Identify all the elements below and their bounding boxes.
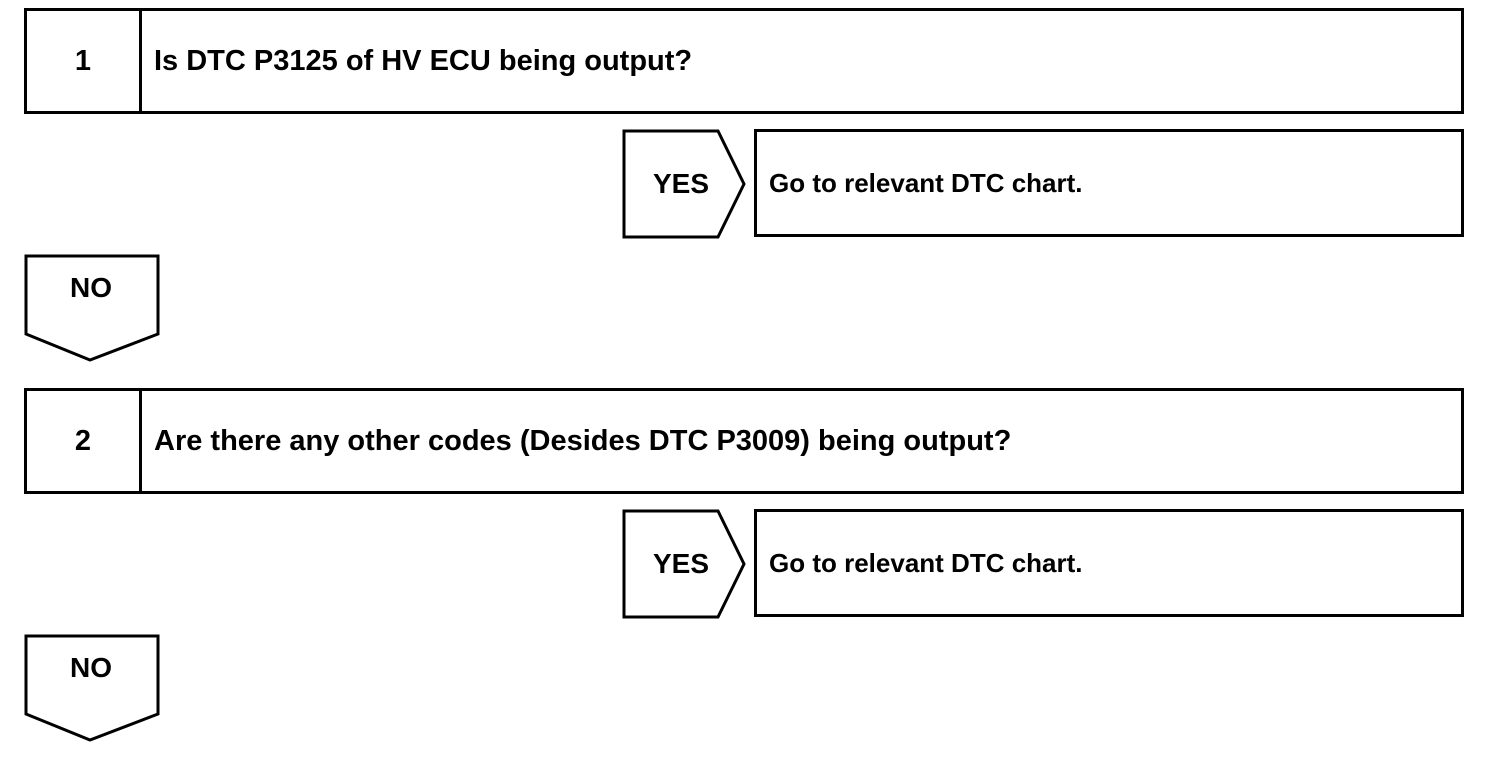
step-1-yes-result: Go to relevant DTC chart. bbox=[754, 129, 1464, 237]
yes-arrow-icon bbox=[622, 129, 746, 239]
step-2-yes-result: Go to relevant DTC chart. bbox=[754, 509, 1464, 617]
no-arrow-icon bbox=[24, 634, 160, 742]
step-2-box: 2 Are there any other codes (Desides DTC… bbox=[24, 388, 1464, 494]
step-2-number: 2 bbox=[27, 391, 142, 491]
step-1-question: Is DTC P3125 of HV ECU being output? bbox=[154, 44, 693, 77]
step-1-yes-label: YES bbox=[652, 168, 710, 199]
step-1-box: 1 Is DTC P3125 of HV ECU being output? bbox=[24, 8, 1464, 114]
no-arrow-icon bbox=[24, 254, 160, 362]
step-1-number: 1 bbox=[27, 11, 142, 111]
step-2-question: Are there any other codes (Desides DTC P… bbox=[154, 424, 1012, 457]
step-2-yes-label: YES bbox=[652, 548, 710, 579]
step-1-no-label: NO bbox=[70, 272, 112, 303]
step-2-yes-arrow: YES bbox=[622, 509, 748, 619]
yes-arrow-icon bbox=[622, 509, 746, 619]
step-1-no-arrow: NO bbox=[24, 254, 162, 362]
step-2-no-arrow: NO bbox=[24, 634, 162, 742]
step-2-no-label: NO bbox=[70, 652, 112, 683]
step-1-yes-arrow: YES bbox=[622, 129, 748, 239]
